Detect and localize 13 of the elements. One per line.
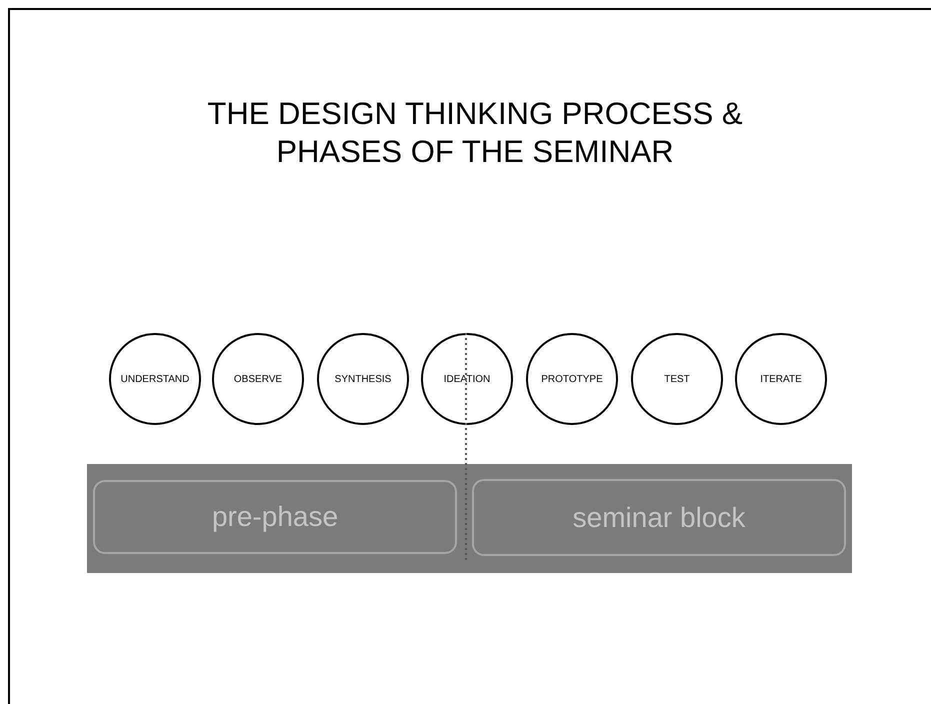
step-label: PROTOTYPE (541, 372, 603, 386)
step-label: IDEATION (444, 372, 490, 386)
title: THE DESIGN THINKING PROCESS & PHASES OF THE SEMINAR (206, 95, 744, 171)
step-label: ITERATE (760, 372, 802, 386)
step-label: UNDERSTAND (120, 372, 190, 386)
step-label: TEST (664, 372, 690, 386)
phase-label: pre-phase (212, 500, 338, 534)
band-background (87, 464, 852, 573)
phase-box (93, 480, 457, 554)
step-label: SYNTHESIS (334, 372, 392, 386)
step-label: OBSERVE (234, 372, 282, 386)
phase-box (472, 479, 846, 556)
phase-label: seminar block (572, 500, 746, 534)
